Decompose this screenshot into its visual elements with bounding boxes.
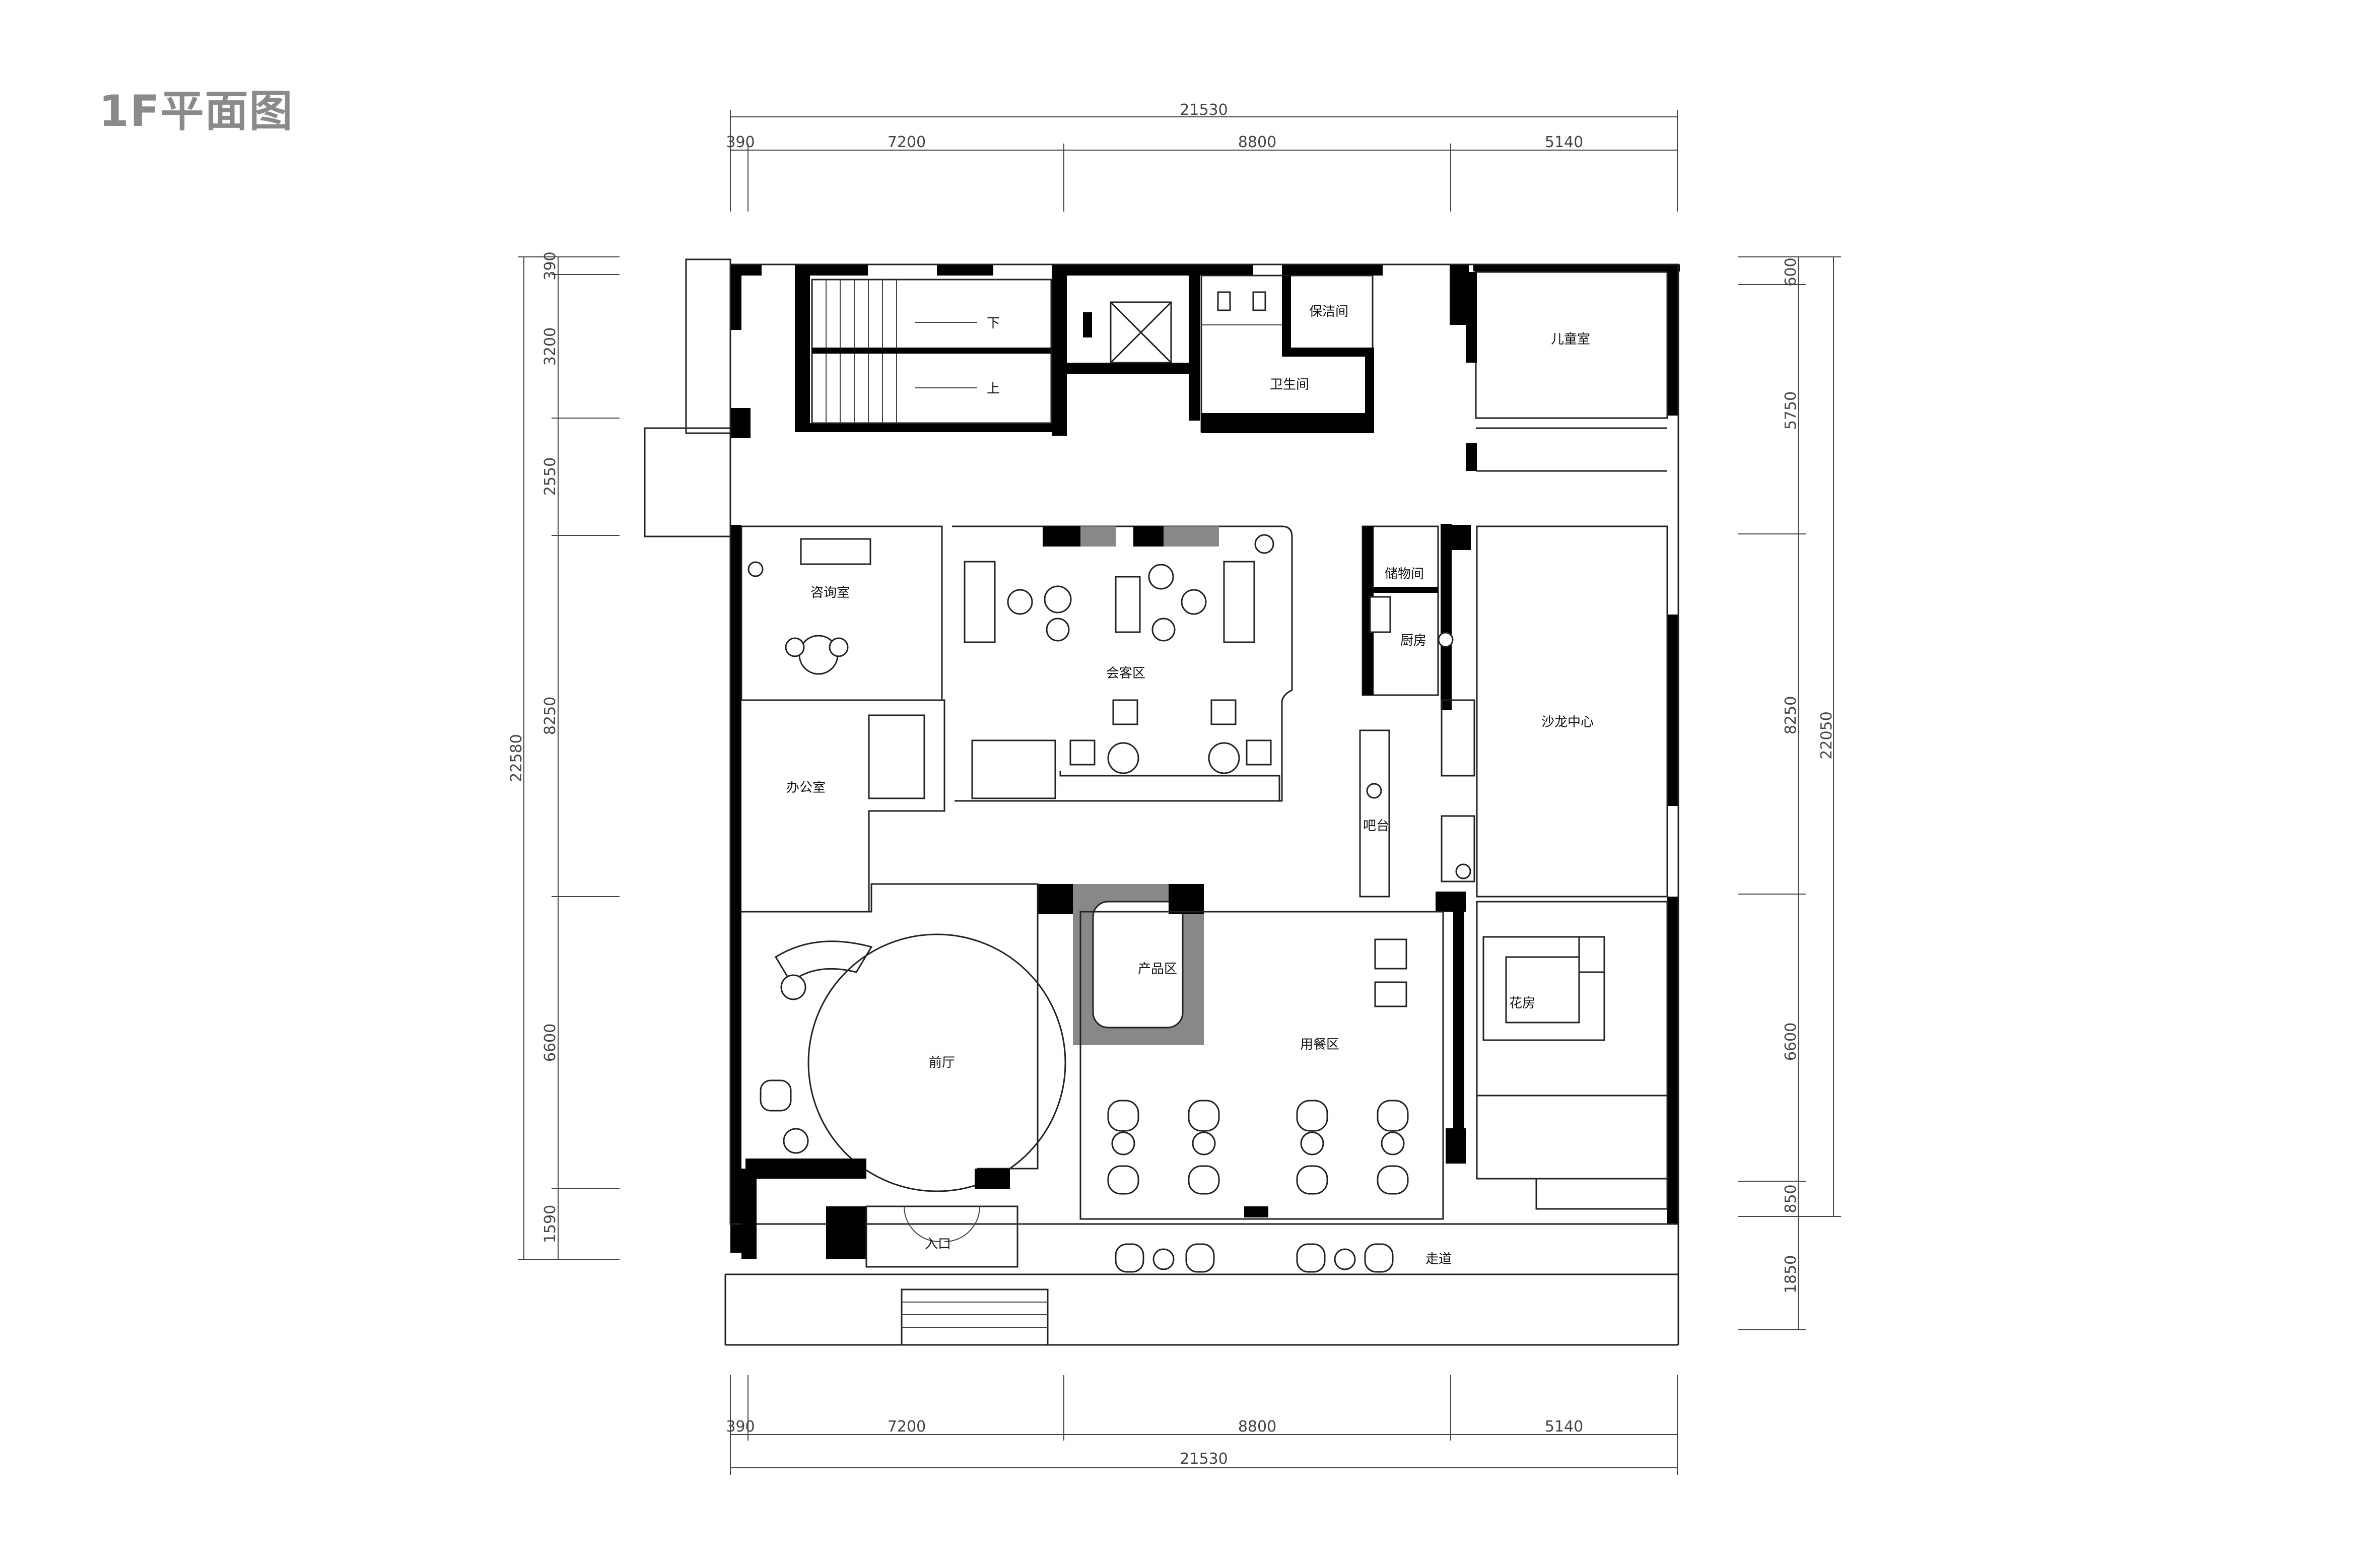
entrance: 入口 xyxy=(865,1205,1049,1346)
restroom-block: 保洁间 卫生间 xyxy=(1200,275,1374,433)
children-room: 儿童室 xyxy=(1466,271,1668,472)
dim-right-seg-3: 8250 xyxy=(1782,696,1800,734)
storage-kitchen: 储物间 厨房 xyxy=(1362,525,1454,696)
dim-top-total: 21530 xyxy=(1180,101,1228,119)
restroom-label: 卫生间 xyxy=(1270,377,1309,392)
dim-right-seg-1: 600 xyxy=(1782,257,1800,286)
corridor: 走道 xyxy=(1115,1243,1452,1273)
dim-left-total: 22580 xyxy=(508,734,525,782)
dim-top-seg-3: 8800 xyxy=(1238,133,1276,151)
elevator xyxy=(1083,301,1172,364)
entrance-label: 入口 xyxy=(925,1237,951,1252)
dim-right-total: 22050 xyxy=(1818,711,1835,759)
reception-lounge-label: 会客区 xyxy=(1106,666,1145,681)
front-lobby: 前厅 xyxy=(741,883,1066,1259)
kitchen-label: 厨房 xyxy=(1400,633,1426,648)
dim-left-seg-2: 3200 xyxy=(541,327,559,366)
dim-bottom-seg-4: 5140 xyxy=(1545,1418,1583,1436)
stair-down-label: 下 xyxy=(987,316,1000,331)
dim-right-seg-2: 5750 xyxy=(1782,391,1800,430)
dim-top-seg-2: 7200 xyxy=(888,133,926,151)
salon-center-label: 沙龙中心 xyxy=(1541,715,1594,730)
salon-center: 沙龙中心 xyxy=(1441,525,1668,898)
dim-left-seg-1: 390 xyxy=(541,251,559,280)
dining-area-label: 用餐区 xyxy=(1300,1037,1339,1052)
building-outline xyxy=(644,258,1679,1346)
children-room-label: 儿童室 xyxy=(1551,332,1590,347)
bar-counter: 吧台 xyxy=(1359,729,1390,898)
consult-room: 咨询室 xyxy=(740,525,943,701)
dimension-left: 22580 390 3200 2550 8250 6600 1590 xyxy=(508,251,620,1260)
front-lobby-label: 前厅 xyxy=(929,1055,955,1070)
dimension-bottom: 390 7200 8800 5140 21530 xyxy=(726,1375,1678,1475)
dimension-top: 21530 390 7200 8800 5140 xyxy=(726,101,1678,212)
storage-room-label: 储物间 xyxy=(1385,567,1424,582)
dim-bottom-seg-1: 390 xyxy=(726,1418,755,1436)
page-title: 1F平面图 xyxy=(99,86,294,137)
dim-right-seg-5: 850 xyxy=(1782,1184,1800,1213)
flower-room-label: 花房 xyxy=(1509,996,1535,1011)
reception-lounge: 会客区 xyxy=(952,525,1293,802)
janitor-room-label: 保洁间 xyxy=(1309,304,1348,319)
dim-left-seg-4: 8250 xyxy=(541,697,559,735)
consult-room-label: 咨询室 xyxy=(810,585,850,600)
corridor-label: 走道 xyxy=(1425,1252,1452,1267)
dim-right-seg-4: 6600 xyxy=(1782,1023,1800,1061)
dim-left-seg-5: 6600 xyxy=(541,1024,559,1062)
flower-room: 花房 xyxy=(1476,901,1668,1210)
product-area: 产品区 xyxy=(1038,884,1204,1045)
dining-area: 用餐区 xyxy=(1079,911,1444,1220)
staircase: 下 上 xyxy=(811,279,1052,424)
office-label: 办公室 xyxy=(786,780,826,795)
dim-left-seg-3: 2550 xyxy=(541,457,559,496)
dimension-right: 600 5750 8250 6600 850 1850 22050 xyxy=(1738,256,1841,1330)
outer-walls xyxy=(730,264,1680,1253)
office: 办公室 xyxy=(741,699,945,913)
product-area-label: 产品区 xyxy=(1138,962,1177,977)
bar-counter-label: 吧台 xyxy=(1363,819,1389,834)
dim-bottom-total: 21530 xyxy=(1180,1450,1228,1468)
dim-right-seg-6: 1850 xyxy=(1782,1255,1800,1294)
dim-top-seg-1: 390 xyxy=(726,133,755,151)
stair-up-label: 上 xyxy=(987,381,1000,396)
dim-bottom-seg-2: 7200 xyxy=(888,1418,926,1436)
dim-bottom-seg-3: 8800 xyxy=(1238,1418,1276,1436)
dim-top-seg-4: 5140 xyxy=(1545,133,1583,151)
dim-left-seg-6: 1590 xyxy=(541,1205,559,1243)
